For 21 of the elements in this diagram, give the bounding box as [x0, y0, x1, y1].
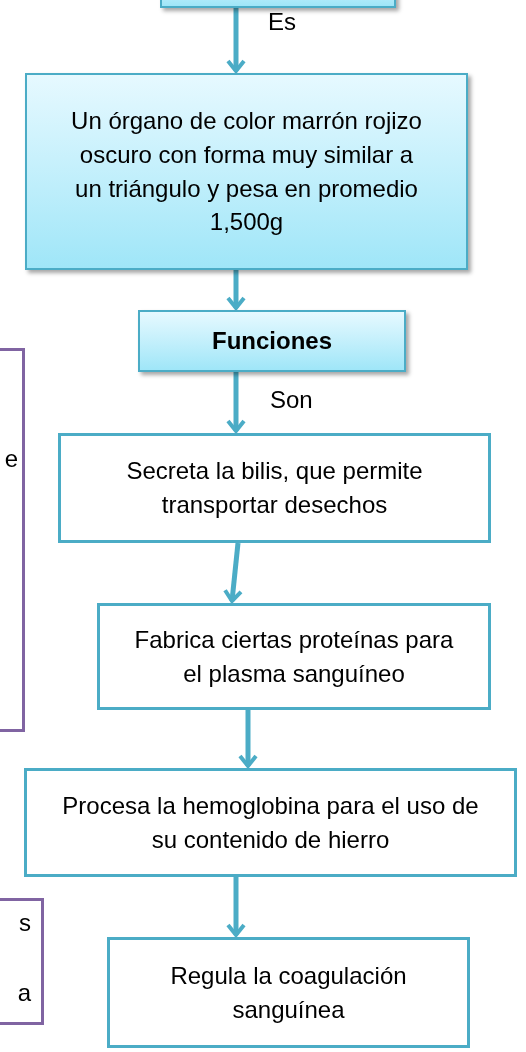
- process-box: [97, 603, 491, 710]
- process-box: [107, 937, 470, 1048]
- process-box: [25, 73, 468, 270]
- text-fragment: e: [4, 447, 18, 471]
- box-text: Fabrica ciertas proteínas para el plasma sanguíneo: [133, 624, 455, 689]
- text-fragment: s: [19, 911, 31, 935]
- arrow: [226, 877, 246, 937]
- box-text: Un órgano de color marrón rojizo oscuro con forma muy similar a un triángulo y pesa en promedio 1,500g: [70, 106, 423, 238]
- process-box: [24, 768, 517, 877]
- arrow: [226, 8, 246, 73]
- box-text: Procesa la hemoglobina para el uso de su contenido de hierro: [61, 790, 480, 855]
- process-box: [138, 310, 406, 372]
- arrow: [226, 270, 246, 310]
- box-text: Regula la coagulación sanguínea: [169, 960, 408, 1025]
- process-box: [58, 433, 491, 543]
- text-fragment: a: [17, 981, 31, 1005]
- arrow: [226, 372, 246, 433]
- box-text: Secreta la bilis, que permite transportar desechos: [125, 456, 424, 520]
- box-text: Funciones: [212, 326, 332, 357]
- arrow: [238, 710, 258, 768]
- arrow: [223, 542, 243, 603]
